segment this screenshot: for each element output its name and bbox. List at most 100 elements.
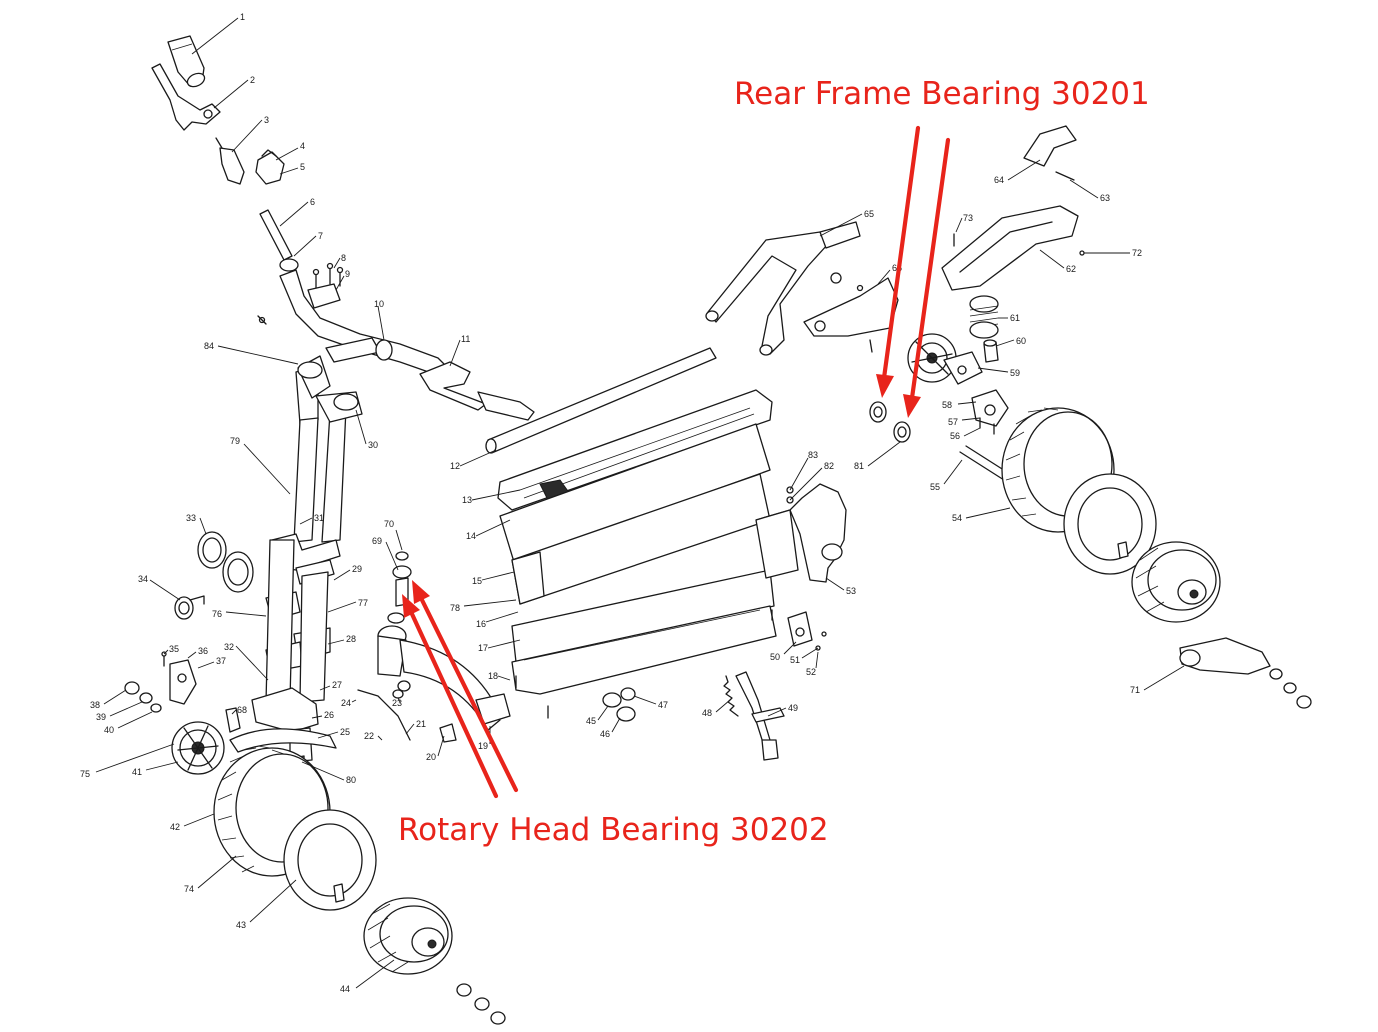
axle-nuts [456,983,506,1025]
part-number: 10 [374,299,384,309]
part-number: 13 [462,495,472,505]
light-45-47 [602,687,636,722]
light-34 [174,595,205,620]
part-number: 23 [392,698,402,708]
part-number: 29 [352,564,362,574]
part-number: 72 [1132,248,1142,258]
part-number: 35 [169,644,179,654]
part-number: 18 [488,671,498,681]
part-number: 1 [240,12,245,22]
part-number: 49 [788,703,798,713]
part-number: 73 [963,213,973,223]
part-number: 4 [300,141,305,151]
part-number: 28 [346,634,356,644]
part-number: 82 [824,461,834,471]
headlight-33 [197,531,254,593]
part-number: 34 [138,574,148,584]
rotary-head-bearing-label: Rotary Head Bearing 30202 [398,812,829,848]
axle-bracket-58 [971,389,1009,435]
brake-lever-11 [419,361,535,421]
spring-48 [723,675,739,717]
part-number: 65 [864,209,874,219]
stem-clamp-9 [307,262,344,309]
part-number: 15 [472,576,482,586]
part-number: 81 [854,461,864,471]
bearing-stack-69-70 [387,551,412,624]
stem-tube-79 [293,355,363,543]
rear-bracket-53 [755,483,847,583]
switch-4-5 [255,149,285,185]
caliper-59 [943,351,983,385]
part-number: 16 [476,619,486,629]
part-number: 75 [80,769,90,779]
rear-fender-62 [941,205,1079,291]
part-number: 11 [461,334,470,344]
brake-lever-2 [151,63,221,131]
handlebar-6 [259,209,449,377]
part-number: 32 [224,642,234,652]
tail-light-63-64 [1023,125,1077,181]
part-number: 79 [230,436,240,446]
battery-tray-16-17 [511,569,777,695]
part-number: 77 [358,598,368,608]
part-number: 46 [600,729,610,739]
rear-frame-bearing-text: Rear Frame Bearing 30201 [734,76,1150,112]
bearings-81 [869,401,911,443]
part-number: 60 [1016,336,1026,346]
part-number: 26 [324,710,334,720]
part-number: 70 [384,519,394,529]
front-motor-44 [363,897,453,975]
spring-61 [969,295,999,339]
part-number: 30 [368,440,378,450]
rear-tube [1063,473,1157,575]
part-number: 36 [198,646,208,656]
spacer-60 [983,339,999,363]
part-number: 50 [770,652,780,662]
rear-motor [1131,541,1221,623]
part-number: 12 [450,461,460,471]
part-number: 20 [426,752,436,762]
kickstand-49 [735,671,785,761]
rear-frame-66 [803,272,899,353]
part-number: 6 [310,197,315,207]
part-number: 74 [184,884,194,894]
deck-plate-14 [499,423,771,563]
brake-caliper-36 [161,651,197,705]
part-number: 2 [250,75,255,85]
part-number: 42 [170,822,180,832]
bracket-68 [225,707,241,733]
rear-bearing-arrows [876,125,951,418]
part-number: 8 [341,253,346,263]
part-number: 19 [478,741,488,751]
part-number: 47 [658,700,668,710]
part-number: 9 [345,269,350,279]
part-number: 24 [341,698,351,708]
tube-12 [485,347,717,454]
part-number: 54 [952,513,962,523]
part-number: 39 [96,712,106,722]
part-number: 57 [948,417,958,427]
part-number: 41 [132,767,142,777]
small-parts-20-24 [357,680,457,743]
part-number: 37 [216,656,226,666]
part-number: 33 [186,513,196,523]
part-number: 61 [1010,313,1020,323]
part-number: 5 [300,162,305,172]
grip-1 [167,35,206,88]
part-number: 56 [950,431,960,441]
rear-handle-65 [705,221,861,356]
rear-frame-bearing-label: Rear Frame Bearing 30201 [734,76,1150,112]
part-number: 55 [930,482,940,492]
tube-43 [283,809,377,911]
part-number: 80 [346,775,356,785]
part-number: 27 [332,680,342,690]
deck-mat-13 [497,389,773,511]
rear-arm-71 [1179,637,1312,709]
part-number: 43 [236,920,246,930]
part-number: 48 [702,708,712,718]
part-number: 40 [104,725,114,735]
part-number: 58 [942,400,952,410]
part-number: 84 [204,341,214,351]
